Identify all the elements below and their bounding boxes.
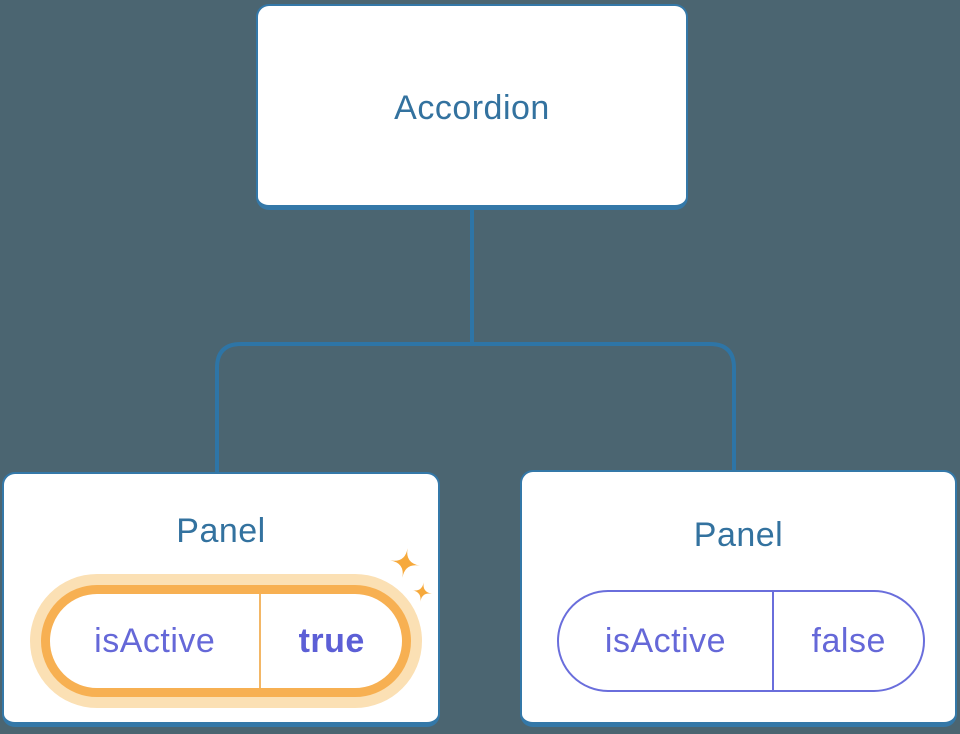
isactive-prop-pill-inactive: isActive false (557, 590, 925, 692)
pill-divider (259, 594, 262, 688)
panel-node-label: Panel (176, 512, 266, 550)
prop-pill-highlight-glow: isActive true (30, 574, 422, 708)
connector-branch (215, 342, 736, 472)
accordion-node-label: Accordion (394, 89, 550, 127)
pill-divider (771, 592, 775, 690)
panel-node-label: Panel (693, 516, 784, 554)
panel-node-inactive: Panel isActive false (520, 470, 957, 727)
accordion-node: Accordion (256, 4, 688, 210)
prop-name-label: isActive (94, 621, 216, 660)
panel-node-active: Panel isActive true (2, 472, 440, 727)
prop-value-label: true (298, 621, 365, 660)
prop-name-label: isActive (604, 621, 727, 660)
prop-value-label: false (811, 621, 886, 660)
isactive-prop-pill-active: isActive true (41, 585, 411, 697)
